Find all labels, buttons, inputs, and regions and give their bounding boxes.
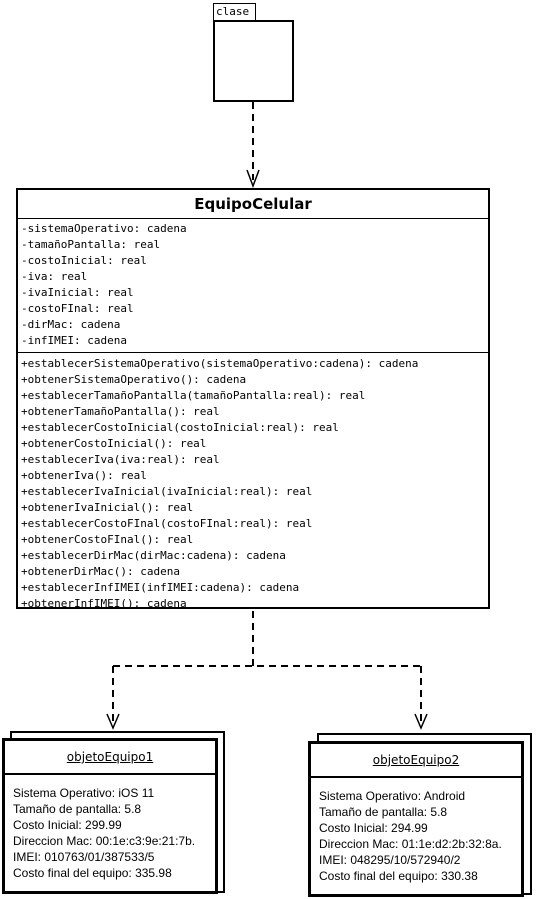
attribute: -costoInicial: real [21, 254, 147, 267]
object2-title: objetoEquipo2 [311, 744, 521, 778]
method: +obtenerCostoInicial(): real [21, 437, 207, 450]
object1-value-line: Tamaño de pantalla: 5.8 [13, 802, 142, 816]
class-box: EquipoCelular -sistemaOperativo: cadena … [16, 188, 490, 612]
method: +obtenerCostoFInal(): real [21, 533, 194, 546]
object1-value-line: IMEI: 010763/01/387533/5 [13, 850, 155, 864]
object2-values: Sistema Operativo: Android Tamaño de pan… [311, 778, 521, 884]
method: +obtenerInfIMEI(): cadena [21, 597, 187, 610]
object2-value-line: Costo Inicial: 294.99 [319, 821, 428, 835]
method: +obtenerDirMac(): cadena [21, 565, 180, 578]
object2-name: objetoEquipo2 [372, 753, 460, 767]
attribute: -ivaInicial: real [21, 286, 134, 299]
template-label: clase [213, 3, 256, 21]
method: +establecerInfIMEI(infIMEI:cadena): cade… [21, 581, 300, 594]
object1-name: objetoEquipo1 [66, 750, 154, 764]
method: +obtenerIvaInicial(): real [21, 501, 194, 514]
attribute: -iva: real [21, 270, 88, 283]
object1-title: objetoEquipo1 [5, 741, 215, 775]
class-attributes: -sistemaOperativo: cadena -tamañoPantall… [18, 219, 488, 353]
attribute: -dirMac: cadena [21, 318, 121, 331]
method: +obtenerSistemaOperativo(): cadena [21, 373, 247, 386]
object2-value-line: Direccion Mac: 01:1e:d2:2b:32:8a. [319, 837, 502, 851]
object1-values: Sistema Operativo: iOS 11 Tamaño de pant… [5, 775, 215, 881]
object1-value-line: Direccion Mac: 00:1e:c3:9e:21:7b. [13, 834, 196, 848]
class-methods: +establecerSistemaOperativo(sistemaOpera… [18, 353, 488, 612]
method: +obtenerIva(): real [21, 469, 147, 482]
arrowhead-object2 [414, 713, 428, 730]
object1-value-line: Sistema Operativo: iOS 11 [13, 786, 155, 800]
method: +establecerCostoFInal(costoFInal:real): … [21, 517, 313, 530]
attribute: -costoFInal: real [21, 302, 134, 315]
class-name: EquipoCelular [18, 190, 488, 219]
object1-value-line: Costo Inicial: 299.99 [13, 818, 122, 832]
method: +establecerIva(iva:real): real [21, 453, 220, 466]
attribute: -tamañoPantalla: real [21, 238, 161, 251]
object1-value-line: Costo final del equipo: 335.98 [13, 866, 172, 880]
arrowhead-object1 [106, 713, 120, 730]
method: +establecerTamañoPantalla(tamañoPantalla… [21, 389, 366, 402]
method: +establecerCostoInicial(costoInicial:rea… [21, 421, 339, 434]
object2-value-line: IMEI: 048295/10/572940/2 [319, 853, 461, 867]
method: +obtenerTamañoPantalla(): real [21, 405, 220, 418]
template-class-box [213, 20, 294, 102]
arrowhead-class [246, 169, 260, 189]
attribute: -infIMEI: cadena [21, 334, 127, 347]
object1-box: objetoEquipo1 Sistema Operativo: iOS 11 … [2, 738, 218, 894]
method: +establecerDirMac(dirMac:cadena): cadena [21, 549, 286, 562]
object2-value-line: Sistema Operativo: Android [319, 789, 466, 803]
object2-value-line: Tamaño de pantalla: 5.8 [319, 805, 448, 819]
attribute: -sistemaOperativo: cadena [21, 222, 187, 235]
object2-value-line: Costo final del equipo: 330.38 [319, 869, 478, 883]
method: +establecerIvaInicial(ivaInicial:real): … [21, 485, 313, 498]
object2-box: objetoEquipo2 Sistema Operativo: Android… [308, 741, 524, 897]
method: +establecerSistemaOperativo(sistemaOpera… [21, 357, 419, 370]
